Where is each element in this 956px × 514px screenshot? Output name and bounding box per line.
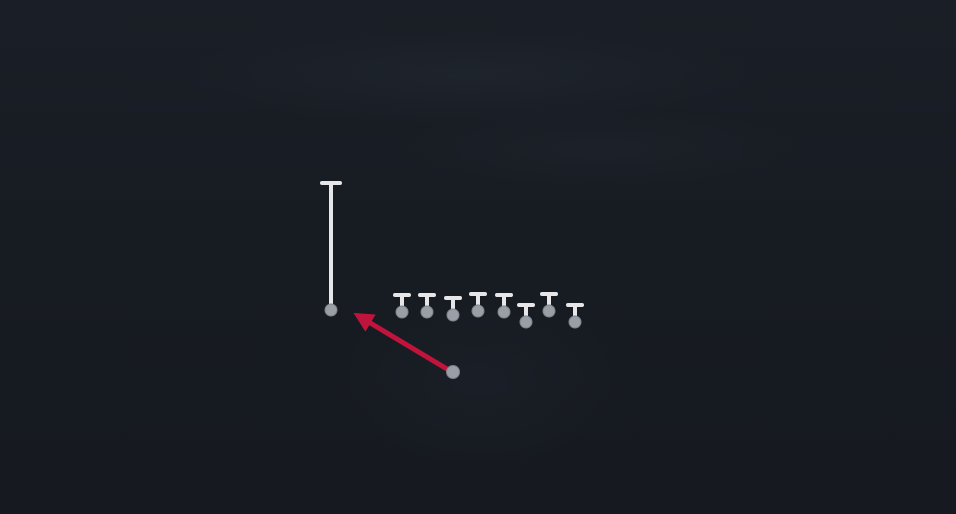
vertical-route xyxy=(320,181,342,317)
player-marker xyxy=(471,304,485,318)
lineman-8 xyxy=(566,303,584,329)
player-marker xyxy=(395,305,409,319)
lineman-7 xyxy=(540,292,558,318)
receiver-player-marker xyxy=(324,303,338,317)
motion-route-line xyxy=(353,312,450,372)
lineman-5 xyxy=(495,293,513,319)
player-marker xyxy=(568,315,582,329)
lineman-1 xyxy=(393,293,411,319)
motion-route xyxy=(353,312,460,379)
lineman-4 xyxy=(469,292,487,318)
player-marker xyxy=(542,304,556,318)
offensive-line xyxy=(393,292,584,329)
lineman-3 xyxy=(444,296,462,322)
player-marker xyxy=(497,305,511,319)
player-marker xyxy=(420,305,434,319)
lineman-6 xyxy=(517,303,535,329)
lineman-2 xyxy=(418,293,436,319)
player-marker xyxy=(446,308,460,322)
player-marker xyxy=(519,315,533,329)
motion-player-marker xyxy=(446,365,460,379)
